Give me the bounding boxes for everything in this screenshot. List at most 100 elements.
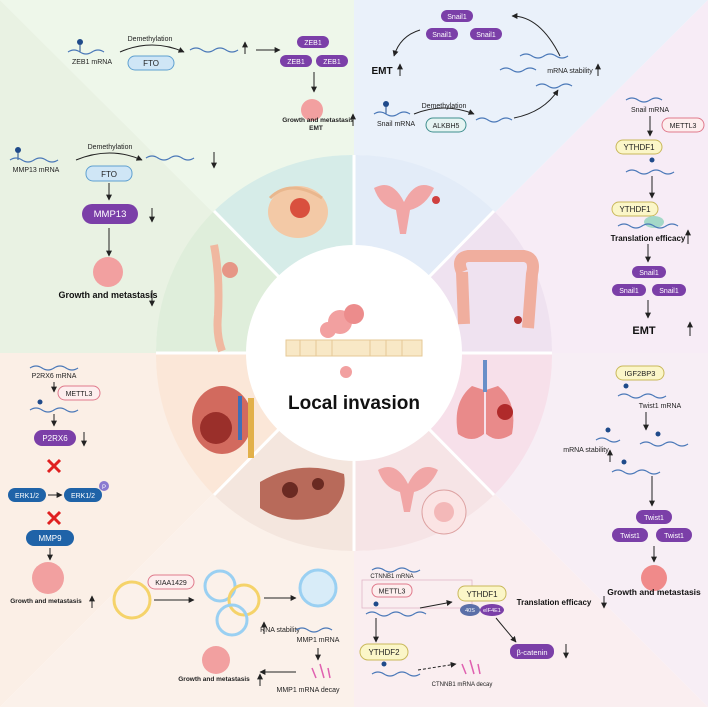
mettl3-label-ctnnb1: METTL3 (379, 589, 406, 596)
breast-illustration (268, 186, 328, 238)
zeb1-mrna-label: ZEB1 mRNA (72, 59, 112, 66)
snail1-pill-top-2 (426, 28, 458, 40)
mmp13-pill (82, 204, 138, 224)
snail1-pill-r-2 (612, 284, 646, 296)
kiaa1429-label: KIAA1429 (155, 580, 187, 587)
mmp13-demethylation-label: Demethylation (88, 144, 133, 151)
fto-label-2: FTO (101, 170, 117, 179)
zeb1-demethylation-label: Demethylation (128, 36, 173, 43)
center-label: Local invasion (288, 393, 420, 414)
s40-label: 40S (465, 608, 475, 614)
panel-ctnnb1-mettl3: CTNNB1 mRNA METTL3 YTHDF1 40S eIF4E1 Tra… (359, 567, 607, 688)
snail-mrna-label-2: Snail mRNA (631, 107, 669, 114)
mmp13-outcome-label: Growth and metastasis (58, 290, 157, 300)
phospho-badge (99, 481, 109, 491)
snail1-pill-r-1-label: Snail1 (639, 270, 659, 277)
alkbh5-label: ALKBH5 (433, 123, 460, 130)
inhibit-cross-2 (46, 510, 62, 526)
snail1-pill-top-1 (441, 10, 473, 22)
fto-label-1: FTO (143, 59, 159, 68)
mmp1-mrna-label: MMP1 mRNA (297, 637, 340, 644)
kiaa1429-rna-stability-label: RNA stability (260, 627, 300, 634)
colon-illustration (454, 250, 539, 329)
eif4e1-blob (480, 604, 504, 616)
zeb1-pill-1 (297, 36, 329, 48)
snail-mrna-label: Snail mRNA (377, 121, 415, 128)
twist1-pill-3 (656, 528, 692, 542)
ythdf1-box-b (611, 201, 659, 217)
p2rx6-pill-label: P2RX6 (42, 434, 68, 443)
twist1-pill-1 (636, 510, 672, 524)
erk-pill-a (8, 488, 46, 502)
mettl3-label-snail: METTL3 (670, 123, 697, 130)
ythdf2-box (359, 643, 409, 661)
zeb1-pill-3-label: ZEB1 (323, 59, 341, 66)
panel-twist1-igf2bp3: IGF2BP3 Twist1 mRNA mRNA stability Twist… (563, 365, 701, 597)
snail1-pill-top-2-label: Snail1 (432, 32, 452, 39)
snail1-pill-r-2-label: Snail1 (619, 288, 639, 295)
panel-p2rx6-mettl3: P2RX6 mRNA METTL3 P2RX6 ERK1/2 ERK1/2 P … (8, 365, 109, 608)
ythdf1-label-b: YTHDF1 (619, 205, 651, 214)
p2rx6-pill (34, 430, 76, 446)
snail1-pill-top-3-label: Snail1 (476, 32, 496, 39)
ythdf1-label-ctnnb1: YTHDF1 (466, 590, 498, 599)
zeb1-outcome-label-2: EMT (309, 125, 323, 132)
snail1-pill-top-1-label: Snail1 (447, 14, 467, 21)
beta-catenin-pill (510, 644, 554, 659)
kiaa1429-box (147, 574, 195, 590)
ythdf1-label-a: YTHDF1 (623, 143, 655, 152)
snail-mrna-stability-label: mRNA stability (547, 68, 593, 75)
panel-zeb1-fto: ZEB1 mRNA Demethylation FTO ZEB1 ZEB1 ZE… (67, 36, 356, 132)
alkbh5-box (425, 117, 467, 133)
kidney-illustration (192, 386, 254, 458)
mettl3-box-snail (661, 117, 705, 133)
erk-label-b: ERK1/2 (71, 493, 95, 500)
mmp9-pill-label: MMP9 (38, 534, 62, 543)
igf2bp3-label: IGF2BP3 (625, 369, 656, 378)
panel-kiaa1429-mmp1: KIAA1429 RNA stability MMP1 mRNA MMP1 mR… (112, 568, 340, 694)
lung-illustration (456, 360, 514, 439)
snail-translation-label: Translation efficacy (611, 234, 686, 243)
center-local-invasion: Local invasion (246, 245, 462, 461)
twist1-outcome-label: Growth and metastasis (607, 587, 701, 597)
twist1-pill-1-label: Twist1 (644, 515, 664, 522)
ribosome-40s (460, 604, 480, 616)
beta-catenin-label: β-catenin (517, 648, 548, 657)
mmp13-mrna-label: MMP13 mRNA (13, 167, 60, 174)
ctnnb1-mrna-label-top: CTNNB1 mRNA (370, 574, 413, 580)
mmp1-decay-label: MMP1 mRNA decay (276, 687, 340, 694)
snail1-pill-r-3 (652, 284, 686, 296)
erk-pill-b (64, 488, 102, 502)
fto-box-2 (85, 165, 133, 182)
ctnnb1-decay-label: CTNNB1 mRNA decay (432, 682, 493, 688)
mettl3-label-p2rx6: METTL3 (66, 391, 93, 398)
ctnnb1-translation-label: Translation efficacy (517, 598, 592, 607)
liver-illustration (260, 467, 345, 520)
mettl3-box-p2rx6 (57, 385, 101, 401)
twist1-pill-2 (612, 528, 648, 542)
panel-snail-alkbh5: Snail1 Snail1 Snail1 EMT mRNA stability … (371, 10, 601, 133)
snail1-pill-top-3 (470, 28, 502, 40)
twist1-pill-2-label: Twist1 (620, 533, 640, 540)
panel-snail-mettl3: Snail mRNA METTL3 YTHDF1 YTHDF1 Translat… (611, 97, 705, 337)
mmp9-pill (26, 530, 74, 546)
p2rx6-outcome-label: Growth and metastasis (10, 598, 82, 605)
twist1-mrna-label: Twist1 mRNA (639, 403, 682, 410)
zeb1-pill-2 (280, 55, 312, 67)
cervix-illustration (378, 467, 467, 535)
ythdf1-box-ctnnb1 (457, 585, 507, 602)
mettl3-box-ctnnb1 (371, 583, 413, 598)
snail-demethylation-label: Demethylation (422, 103, 467, 110)
mmp1-outcome-label: Growth and metastasis (178, 676, 250, 683)
fto-box-1 (127, 55, 175, 71)
zeb1-pill-1-label: ZEB1 (304, 40, 322, 47)
snail-emt-label-2: EMT (632, 325, 656, 337)
erk-label-a: ERK1/2 (15, 493, 39, 500)
uterus-illustration (374, 185, 440, 234)
phospho-label: P (102, 485, 106, 491)
eif4e1-label: eIF4E1 (483, 608, 501, 614)
zeb1-pill-2-label: ZEB1 (287, 59, 305, 66)
snail1-pill-r-3-label: Snail1 (659, 288, 679, 295)
zeb1-pill-3 (316, 55, 348, 67)
twist1-pill-3-label: Twist1 (664, 533, 684, 540)
